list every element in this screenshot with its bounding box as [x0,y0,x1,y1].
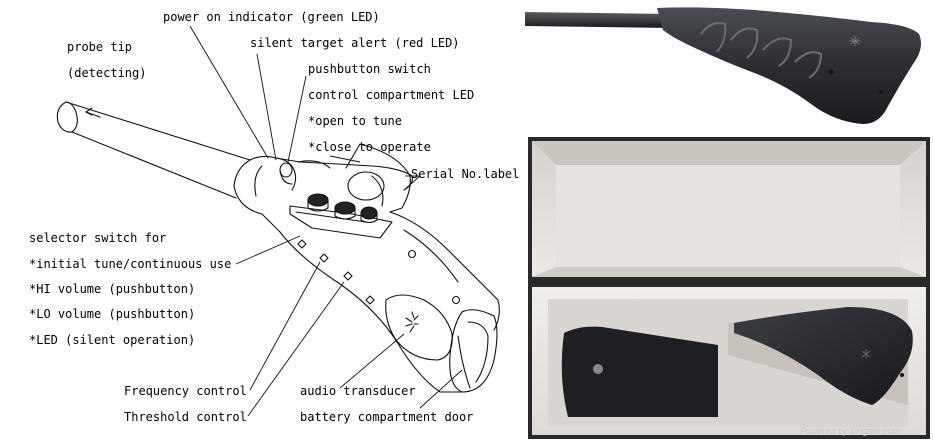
probe-shaft-photo [525,12,675,28]
label-serial-number: Serial No.label [411,167,520,181]
device-head [233,143,413,233]
pouch-snap [593,364,603,374]
knob-2 [334,201,356,220]
label-selector-switch: selector switch for [29,231,167,245]
screw-hole [900,373,904,377]
label-silent-target-alert: silent target alert (red LED) [250,36,460,50]
pouch [561,326,718,417]
label-detecting: (detecting) [67,66,147,80]
handle-body-photo [657,7,921,124]
label-initial-tune: *initial tune/continuous use [29,257,232,271]
label-power-on-indicator: power on indicator (green LED) [163,10,380,24]
label-led-silent: *LED (silent operation) [29,333,196,347]
label-open-to-tune: *open to tune [308,114,402,128]
device-in-box [734,307,913,405]
label-threshold-control: Threshold control [124,410,247,424]
device-handle [279,211,500,393]
control-panel [289,193,393,239]
box-photo [528,137,930,439]
speaker-grille-icon [861,349,871,359]
screw-hole [828,69,834,75]
label-control-compartment-led: control compartment LED [308,88,475,102]
label-hi-volume: *HI volume (pushbutton) [29,282,196,296]
screw-hole [879,90,883,94]
label-close-to-operate: *close to operate [308,140,431,154]
label-audio-transducer: audio transducer [300,384,416,398]
knob-3 [360,206,378,224]
label-probe-tip: probe tip [67,40,133,54]
watermark-text: Powered by DHgate.com [800,426,901,436]
label-frequency-control: Frequency control [124,384,247,398]
leader-lines [189,25,463,417]
finger-grips [700,22,823,79]
label-pushbutton-switch: pushbutton switch [308,62,431,76]
device-line-drawing [56,25,500,417]
label-lo-volume: *LO volume (pushbutton) [29,307,196,321]
device-photo [525,0,933,130]
knob-1 [307,193,329,212]
speaker-grille-icon [405,311,419,333]
label-battery-compartment-door: battery compartment door [300,410,474,424]
probe-shaft [56,101,251,199]
speaker-grille-icon [849,36,861,46]
